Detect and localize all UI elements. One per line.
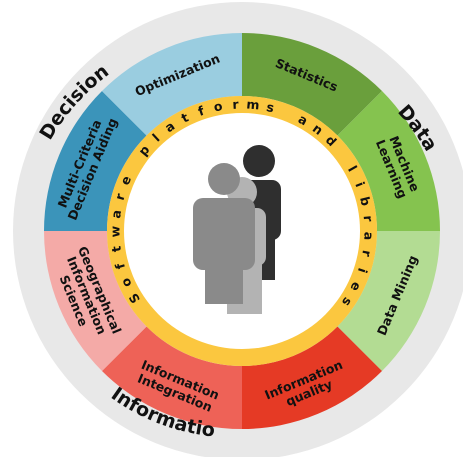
ring-text-char: r bbox=[359, 249, 375, 259]
segment-5 bbox=[43, 231, 147, 372]
segment-7 bbox=[101, 33, 242, 136]
segment-6 bbox=[44, 90, 147, 231]
person-front-icon bbox=[193, 163, 255, 304]
ring-text-char: i bbox=[355, 266, 371, 275]
segment-3 bbox=[242, 326, 383, 429]
ring-text-char: l bbox=[345, 163, 360, 174]
segment-2 bbox=[337, 231, 440, 372]
ring-text-char: a bbox=[361, 231, 376, 240]
segment-0 bbox=[242, 33, 383, 136]
ring-text-char: t bbox=[108, 245, 124, 253]
ring-text-char: i bbox=[352, 180, 368, 190]
ring-text-char: r bbox=[112, 191, 128, 202]
ring-text-char: r bbox=[232, 96, 240, 111]
ring-text-char: o bbox=[212, 98, 224, 114]
ring-text-char: f bbox=[112, 261, 128, 271]
ring-text-char: s bbox=[265, 99, 276, 115]
segment-label-5: GeographicalInformationScience bbox=[49, 244, 124, 347]
ring-text-char: a bbox=[108, 209, 124, 219]
segment-4 bbox=[101, 326, 242, 429]
segment-1 bbox=[337, 90, 440, 231]
ring-text-char: w bbox=[107, 225, 122, 237]
ring-text-char: f bbox=[196, 103, 207, 119]
ring-text-char: m bbox=[246, 96, 260, 112]
ring-text-char: b bbox=[357, 195, 374, 207]
people-group-icon bbox=[193, 145, 281, 314]
ring-text-char: r bbox=[361, 215, 377, 223]
